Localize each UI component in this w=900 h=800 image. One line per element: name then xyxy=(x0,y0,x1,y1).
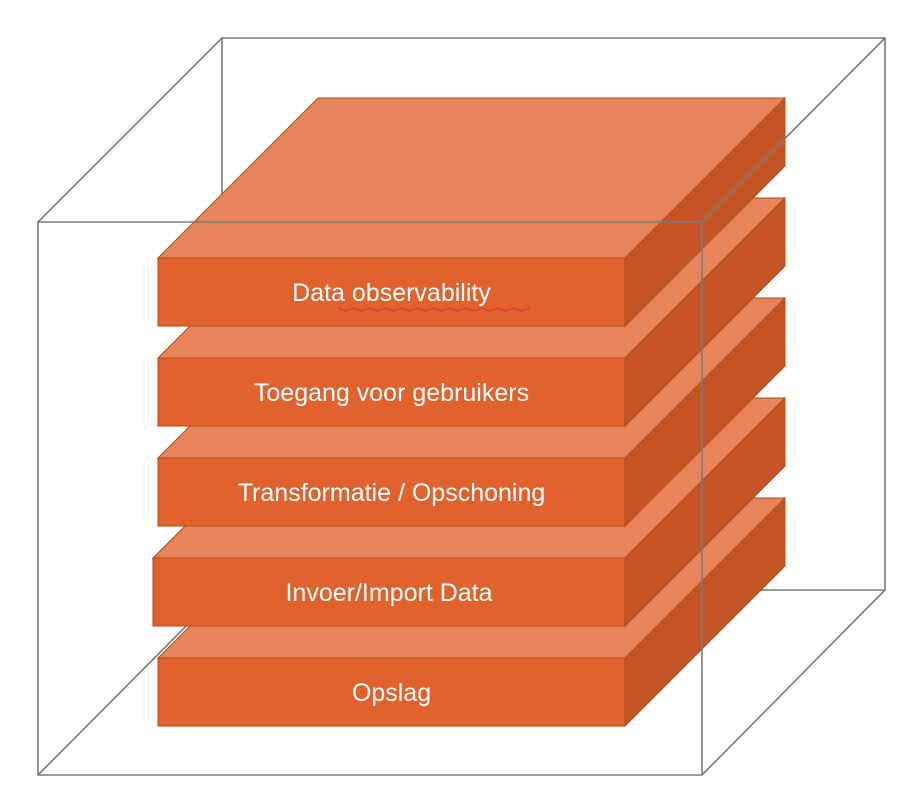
layer-front-face xyxy=(157,257,626,327)
box-edge-top-left-depth xyxy=(37,37,223,223)
layer-front-face xyxy=(157,357,626,427)
box-edge-top-right-depth xyxy=(701,37,886,223)
layer-label: Opslag xyxy=(352,679,431,707)
box-edge-bottom-right-depth xyxy=(701,589,886,776)
layer-front-face xyxy=(152,557,626,627)
layer-front-face xyxy=(157,657,626,727)
layer-label: Invoer/Import Data xyxy=(285,579,492,607)
wireframe-box-front xyxy=(37,37,886,776)
layer-front-face xyxy=(157,457,626,527)
layer-label: Transformatie / Opschoning xyxy=(238,479,546,507)
layer-slab: Data observability xyxy=(156,96,787,328)
layer-stack: Opslag Invoer/Import Data Transformatie / … xyxy=(151,96,787,728)
spellcheck-underline xyxy=(337,307,531,312)
layer-label: Toegang voor gebruikers xyxy=(254,379,529,407)
layer-label: Data observability xyxy=(292,279,491,307)
